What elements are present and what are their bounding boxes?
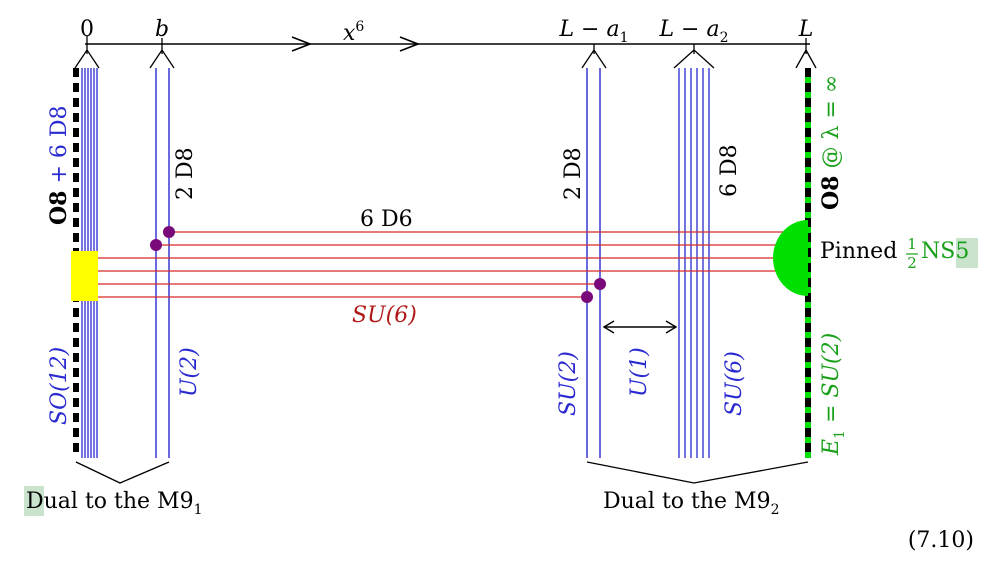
stack-La2-gauge-label: SU(6) — [722, 351, 747, 416]
left-brace — [75, 461, 170, 484]
d8-stack-b — [155, 68, 170, 458]
d6-gauge-label: SU(6) — [352, 303, 417, 328]
right-gauge-label: E1 = SU(2) — [819, 333, 848, 456]
left-gauge-label: SO(12) — [47, 347, 72, 425]
d6-count-label: 6 D6 — [360, 207, 413, 232]
tick-L-a1: L − a1 — [558, 17, 628, 46]
right-wall-label: O8 @ λ = ∞ — [818, 75, 844, 210]
ns5-frac-num: 1 — [907, 235, 917, 253]
dot-La1-lower — [581, 291, 593, 303]
yellow-highlight — [71, 251, 98, 301]
tick-L: L — [798, 17, 814, 42]
right-brace-caption: Dual to the M92 — [603, 489, 780, 518]
tick-0: 0 — [80, 17, 94, 42]
dot-b-lower — [150, 239, 162, 251]
stack-La2-count-label: 6 D8 — [717, 144, 742, 197]
stack-La1-count-label: 2 D8 — [561, 147, 586, 200]
d8-stack-La2 — [678, 68, 710, 458]
stack-b-count-label: 2 D8 — [173, 147, 198, 200]
ns5-highlight-box — [956, 238, 978, 268]
tick-brackets — [74, 36, 817, 69]
tick-b: b — [155, 17, 169, 42]
u1-arrow-left-icon — [602, 320, 615, 334]
stack-La1-gauge-label: SU(2) — [556, 351, 581, 416]
equation-number: (7.10) — [908, 528, 974, 553]
dot-b-upper — [163, 226, 175, 238]
d8-stack-La1 — [586, 68, 601, 458]
axis-arrow-1-icon — [291, 36, 313, 52]
middle-gauge-label: U(1) — [627, 347, 652, 397]
ns5-label-suffix: NS5 — [921, 239, 969, 264]
tick-L-a2: L − a2 — [658, 17, 728, 46]
left-wall-label: O8 + 6 D8 — [46, 105, 72, 225]
axis-arrow-2-icon — [399, 36, 421, 52]
left-brace-caption: Dual to the M91 — [26, 489, 203, 518]
x6-axis-label: x6 — [343, 19, 364, 46]
left-caption-highlight — [24, 486, 44, 516]
d6-stack — [98, 231, 800, 298]
ns5-half-disc — [773, 220, 808, 296]
u1-arrow-right-icon — [665, 320, 678, 334]
ns5-label-prefix: Pinned — [820, 239, 897, 264]
ns5-frac-den: 2 — [907, 254, 917, 272]
dot-La1-upper — [594, 278, 606, 290]
d6-endpoint-dots — [150, 226, 606, 303]
stack-b-gauge-label: U(2) — [177, 347, 202, 397]
right-brace — [586, 461, 809, 484]
